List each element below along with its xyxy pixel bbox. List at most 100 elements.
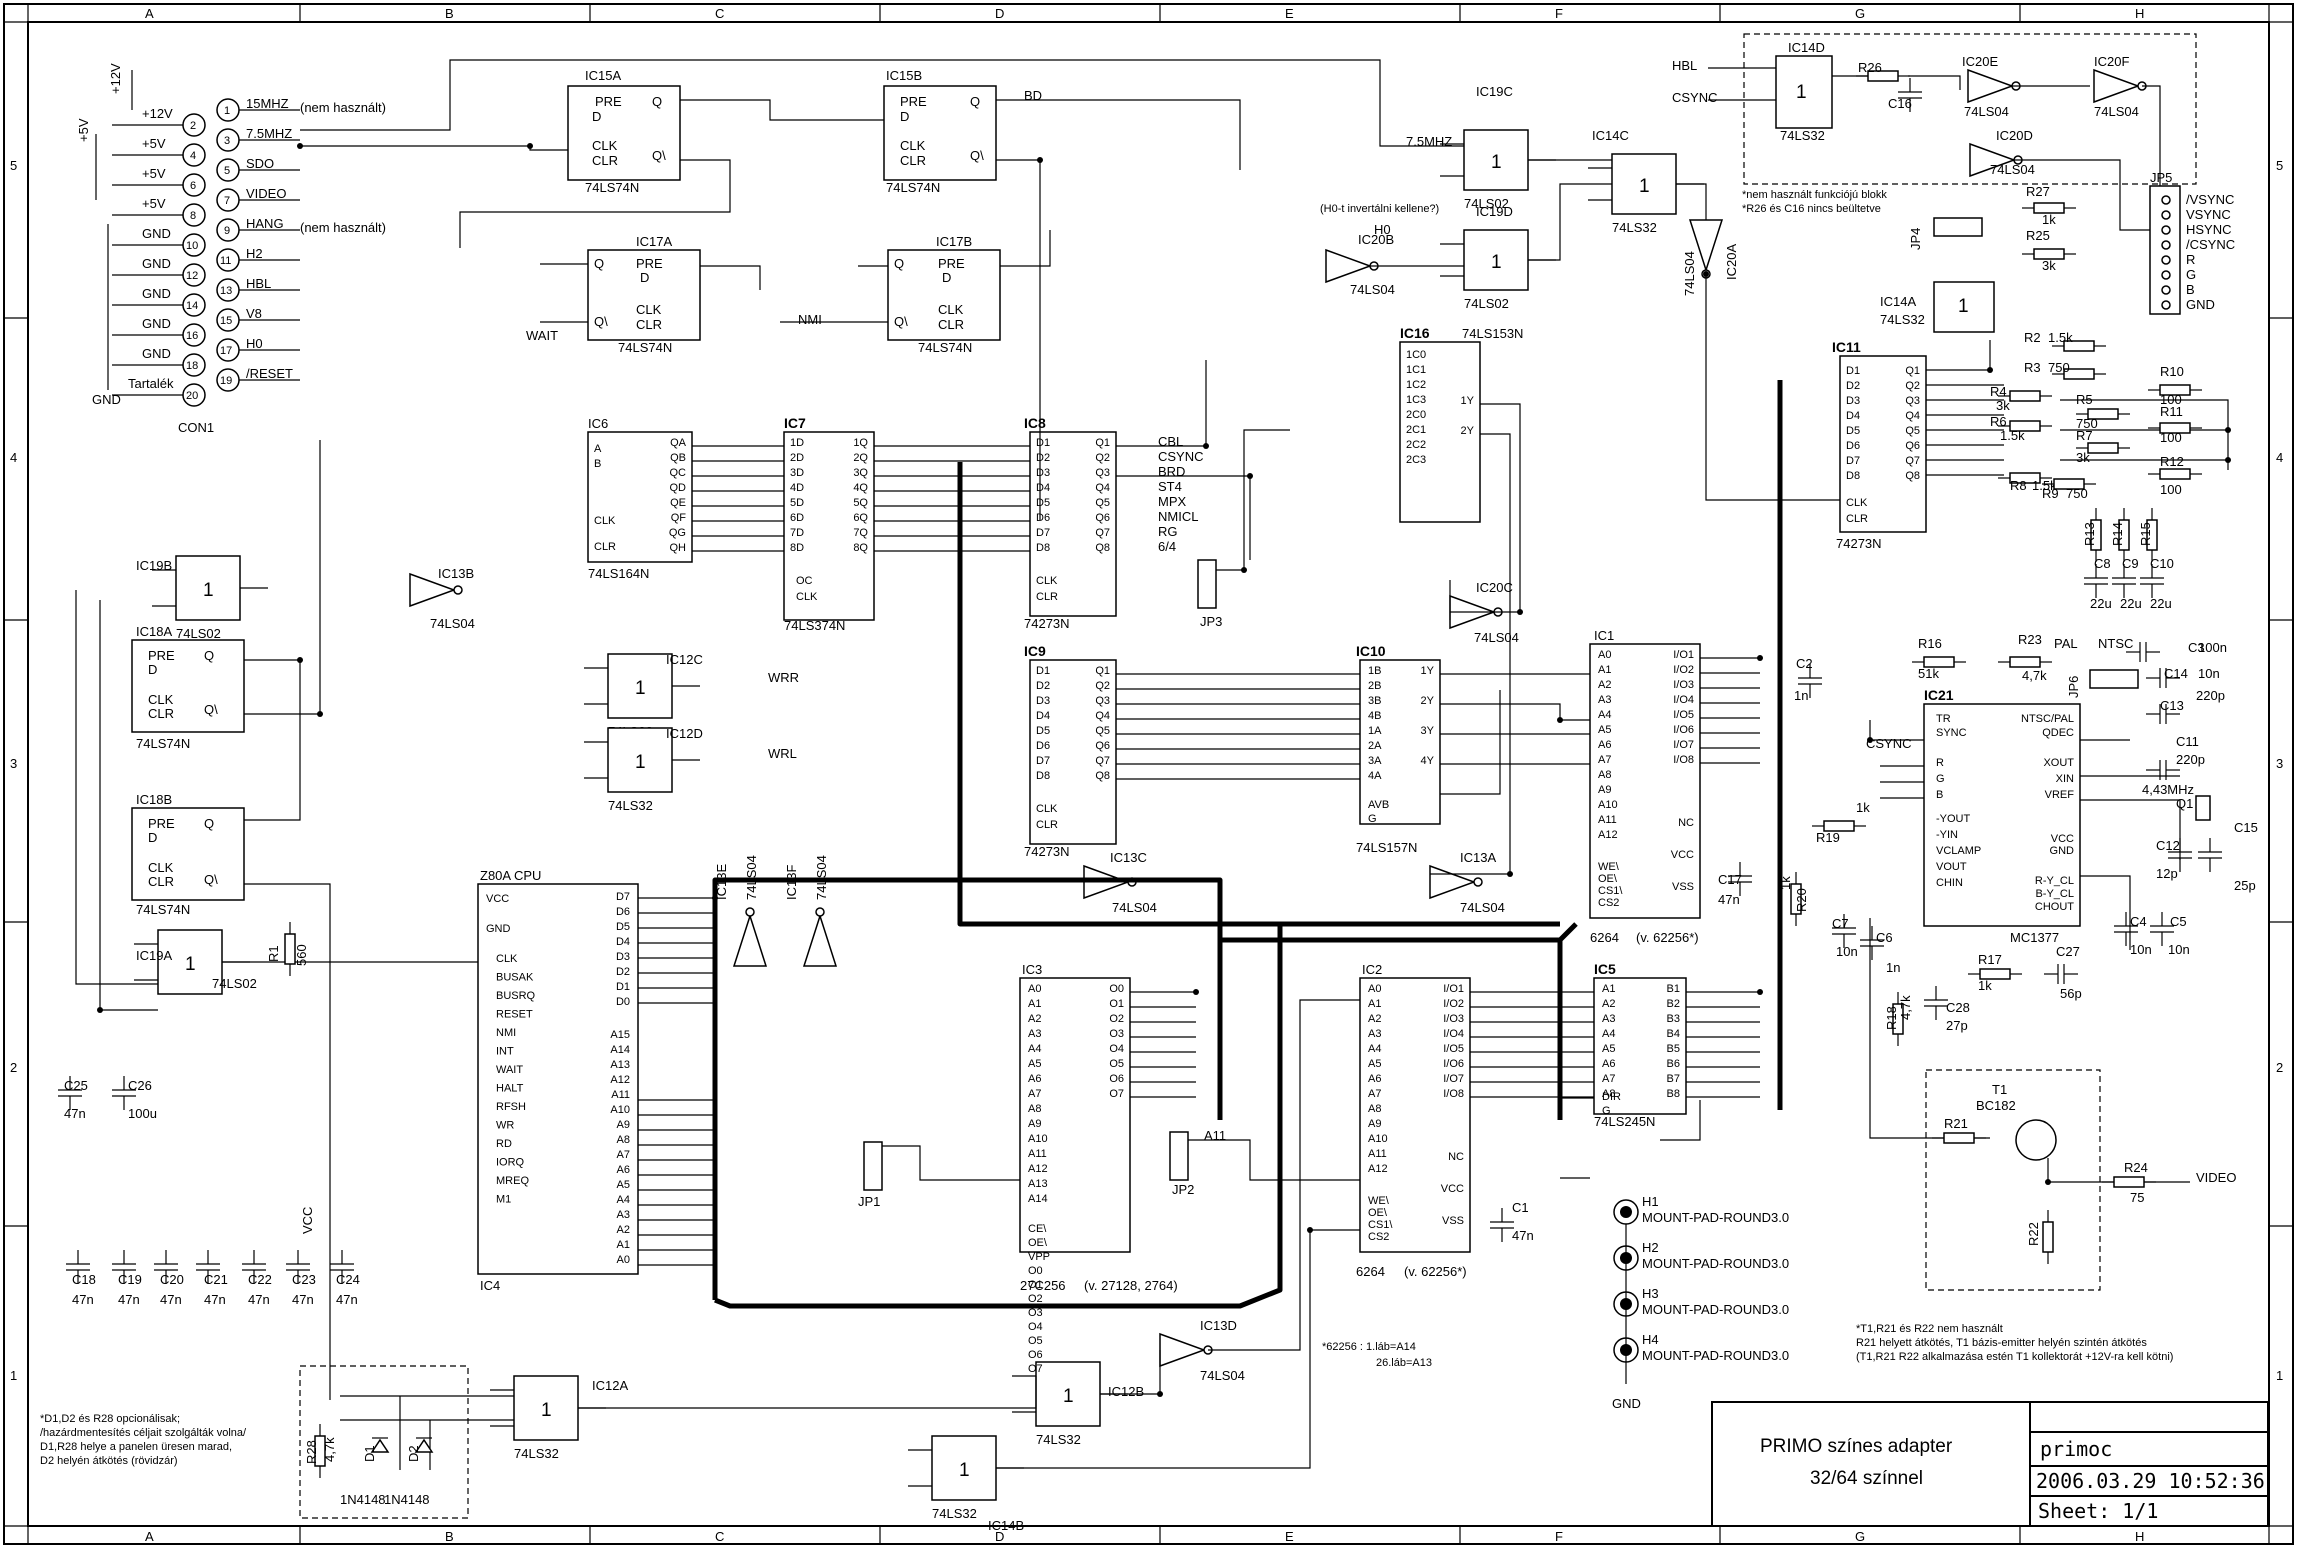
con1-pin-num-15: 15: [220, 315, 232, 327]
net-labels: BD WAIT NMI WRR WRL CBL CSYNC BRD ST4 MP…: [300, 58, 2236, 1234]
con1-signal-19: /RESET: [246, 366, 293, 381]
inverter-ref-ic20c: IC20C: [1476, 580, 1513, 595]
gate-type-ic19c: 74LS02: [1464, 196, 1509, 211]
ic9: IC9 74273N: [1024, 643, 1117, 859]
svg-text:A7: A7: [1028, 1088, 1041, 1100]
svg-text:A7: A7: [1602, 1073, 1615, 1085]
gate-ic19b: [175, 555, 241, 621]
inverter-type-ic13d: 74LS04: [1200, 1368, 1245, 1383]
svg-text:CLR: CLR: [900, 153, 926, 168]
svg-text:A0: A0: [1368, 983, 1381, 995]
jp3-ref: JP3: [1200, 614, 1222, 629]
inverter-ref-ic20e: IC20E: [1962, 54, 1998, 69]
grid-row-left-2: 2: [10, 1060, 17, 1075]
capacitor-ref-c19: C19: [118, 1272, 142, 1287]
net-wrl: WRL: [768, 746, 797, 761]
resistor-ref-r4: R4: [1990, 384, 2007, 399]
diode-type-d2: 1N4148: [384, 1492, 430, 1507]
resistor-ref-r18: R18: [1884, 1006, 1899, 1030]
ic5-type: 74LS245N: [1594, 1114, 1655, 1129]
svg-text:A12: A12: [610, 1074, 630, 1086]
ic3-ref: IC3: [1022, 962, 1042, 977]
resistor-value-r11: 100: [2160, 430, 2182, 445]
capacitor-ref-c16: C16: [1888, 96, 1912, 111]
inverter-type-ic13b: 74LS04: [430, 616, 475, 631]
jp5-pin-5: G: [2186, 267, 2196, 282]
gate-type-ic19b: 74LS02: [176, 626, 221, 641]
svg-text:A1: A1: [1368, 998, 1381, 1010]
ic3: IC3 27C256 (v. 27128, 2764): [1019, 962, 1178, 1293]
mount-pads: H1MOUNT-PAD-ROUND3.0H2MOUNT-PAD-ROUND3.0…: [1612, 1194, 1789, 1411]
capacitor-value-c25: 47n: [64, 1106, 86, 1121]
resistor-ref-r9: R9: [2042, 486, 2059, 501]
svg-text:CLR: CLR: [938, 317, 964, 332]
gate-type-ic19a: 74LS02: [212, 976, 257, 991]
capacitor-ref-c11: C11: [2176, 734, 2199, 749]
net-cbl: CBL: [1158, 434, 1183, 449]
svg-text:CLK: CLK: [496, 953, 518, 965]
svg-text:CLR: CLR: [1846, 513, 1868, 525]
resistor-ref-r13: R13: [2082, 522, 2097, 546]
svg-text:RESET: RESET: [496, 1009, 533, 1021]
svg-text:CS1\: CS1\: [1368, 1219, 1393, 1231]
capacitor-value-c23: 47n: [292, 1292, 314, 1307]
mount-pad-ref-h4: H4: [1642, 1332, 1659, 1347]
svg-text:D6: D6: [1846, 440, 1860, 452]
svg-text:Q: Q: [894, 256, 904, 271]
resistor-r12: [2159, 468, 2191, 480]
svg-text:A2: A2: [1028, 1013, 1041, 1025]
svg-text:Q\: Q\: [894, 314, 908, 329]
diode-d2: [414, 1438, 434, 1453]
grid-col-top-B: B: [445, 6, 454, 21]
svg-text:CLK: CLK: [796, 591, 818, 603]
svg-text:R: R: [1936, 757, 1944, 769]
jp6-ref: JP6: [2066, 676, 2081, 698]
inverter-ref-ic20d: IC20D: [1996, 128, 2033, 143]
ic2-note: (v. 62256*): [1404, 1264, 1467, 1279]
capacitor-value-c12: 12p: [2156, 866, 2178, 881]
svg-text:I/O4: I/O4: [1443, 1028, 1464, 1040]
ic15b-ref: IC15B: [886, 68, 922, 83]
svg-text:2C0: 2C0: [1406, 409, 1426, 421]
svg-text:A6: A6: [1602, 1058, 1615, 1070]
svg-text:I/O3: I/O3: [1443, 1013, 1464, 1025]
con1-pin-num-17: 17: [220, 345, 232, 357]
svg-text:1C3: 1C3: [1406, 394, 1426, 406]
svg-text:A8: A8: [617, 1134, 630, 1146]
svg-text:A10: A10: [610, 1104, 630, 1116]
svg-text:I/O6: I/O6: [1443, 1058, 1464, 1070]
con1-left-11: GND: [142, 256, 171, 271]
svg-text:QF: QF: [671, 512, 687, 524]
svg-text:1C2: 1C2: [1406, 379, 1426, 391]
capacitor-value-c26: 100u: [128, 1106, 157, 1121]
grid-row-right-4: 4: [2276, 450, 2283, 465]
diode-type-d1: 1N4148: [340, 1492, 386, 1507]
ic18b-ref: IC18B: [136, 792, 172, 807]
con1-note-1: (nem használt): [300, 100, 386, 115]
capacitor-ref-c8: C8: [2094, 556, 2111, 571]
gate-ic12c: [607, 653, 673, 719]
ic6-ref: IC6: [588, 416, 608, 431]
svg-text:B2: B2: [1667, 998, 1680, 1010]
ic7: IC7 74LS374N: [783, 415, 875, 633]
capacitor-value-c5: 10n: [2168, 942, 2190, 957]
con1-signal-17: H0: [246, 336, 263, 351]
resistor-value-r19: 1k: [1856, 800, 1870, 815]
capacitor-ref-c14: C14: [2164, 666, 2188, 681]
bus-stub: [1558, 922, 1578, 942]
con1-left-13: GND: [142, 286, 171, 301]
svg-text:CLR: CLR: [594, 541, 616, 553]
svg-text:B4: B4: [1667, 1028, 1680, 1040]
diode-d1: [370, 1438, 390, 1453]
con1-signal-3: 7.5MHZ: [246, 126, 292, 141]
svg-text:1Y: 1Y: [1421, 665, 1435, 677]
svg-text:Q6: Q6: [1905, 440, 1920, 452]
svg-text:O2: O2: [1109, 1013, 1124, 1025]
resistor-ref-r12: R12: [2160, 454, 2184, 469]
resistor-value-r3: 750: [2048, 360, 2070, 375]
diode-ref-d2: D2: [406, 1445, 421, 1462]
pin-labels: ABCLKCLRQAQBQCQDQEQFQGQH1D2D3D4D5D6D7D8D…: [486, 349, 2074, 1375]
